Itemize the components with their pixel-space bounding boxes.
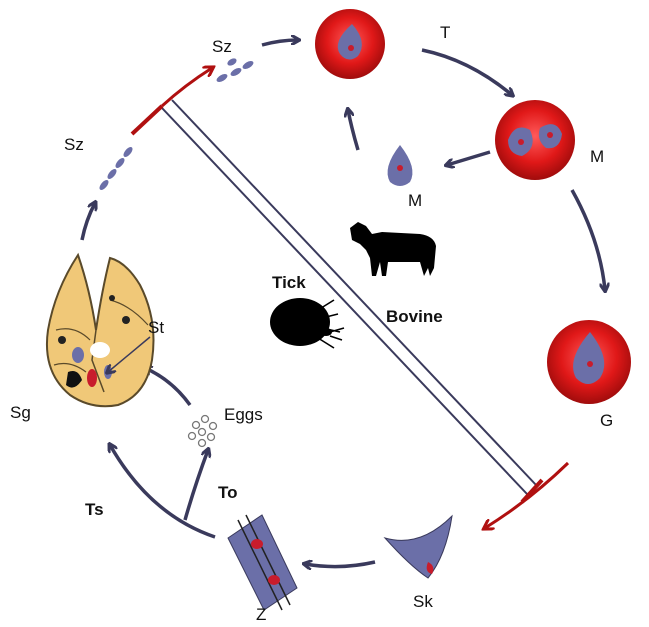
arrow-m-to-small-m <box>447 150 491 165</box>
zygote-cell <box>227 514 298 611</box>
label-sk: Sk <box>413 592 433 611</box>
label-st: St <box>148 318 164 337</box>
cow-silhouette-icon <box>350 222 436 276</box>
label-t: T <box>440 23 450 42</box>
red-transmission-arrow-bottom <box>485 461 570 528</box>
arrow-sz-to-rbc <box>261 40 298 47</box>
label-sz-left: Sz <box>64 135 84 154</box>
free-merozoite <box>387 145 413 186</box>
label-z: Z <box>256 605 266 624</box>
label-sg: Sg <box>10 403 31 422</box>
arrow-to-eggs <box>183 450 208 521</box>
st-pointer-line <box>108 336 151 372</box>
arrow-t-to-m <box>421 48 512 95</box>
ray-body-sk <box>383 514 453 579</box>
label-ts: Ts <box>85 500 104 519</box>
tick-silhouette-icon <box>270 298 345 349</box>
arrow-small-m-to-rbc <box>348 110 360 151</box>
rbc-gametocyte <box>547 320 631 404</box>
arrow-z-to-sg <box>110 445 216 539</box>
eggs-cluster <box>187 414 218 448</box>
arrow-m-to-g <box>570 189 605 290</box>
rbc-trophozoite <box>315 9 385 79</box>
label-tick: Tick <box>272 273 306 292</box>
label-m-right: M <box>590 147 604 166</box>
red-transmission-arrow-top <box>130 68 212 136</box>
label-eggs: Eggs <box>224 405 263 424</box>
label-sz-top: Sz <box>212 37 232 56</box>
host-divider <box>161 99 538 495</box>
cycle-arrows <box>80 40 605 567</box>
sporozoites-top <box>216 58 254 82</box>
arrow-sg-to-sz <box>80 203 95 241</box>
label-g: G <box>600 411 613 430</box>
arrow-sk-to-z <box>305 562 376 567</box>
salivary-gland <box>46 252 155 408</box>
label-m-small: M <box>408 191 422 210</box>
rbc-merozoites <box>495 100 575 180</box>
label-bovine: Bovine <box>386 307 443 326</box>
sporozoites-left <box>99 147 133 190</box>
label-to: To <box>218 483 238 502</box>
arrow-eggs-to-st <box>145 368 192 407</box>
